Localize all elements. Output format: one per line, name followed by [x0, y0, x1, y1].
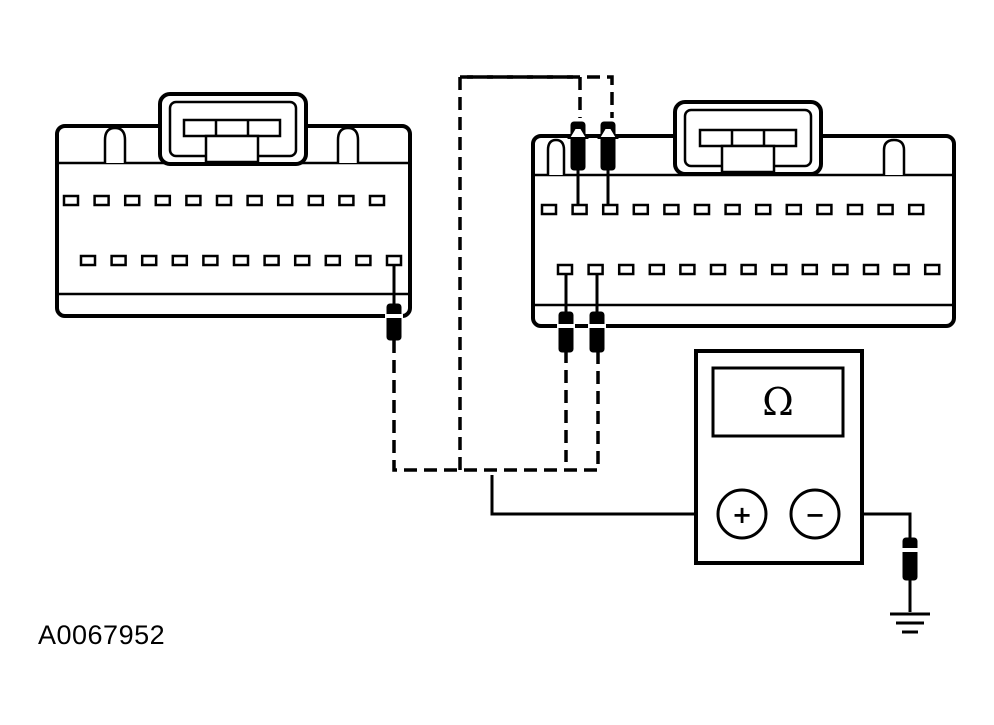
pin-cavity [923, 263, 941, 276]
probe-ground [901, 537, 919, 581]
pin-cavity [693, 203, 711, 216]
pin-cavity [617, 263, 635, 276]
ohmmeter-display [711, 366, 845, 438]
pin-cavity [307, 194, 325, 207]
pin-cavity [140, 254, 158, 267]
positive-terminal-label: + [732, 501, 752, 529]
pin-cavity [724, 203, 741, 216]
probe-right-bottom-2 [588, 311, 606, 353]
pin-cavity [202, 254, 219, 267]
pin-cavity [556, 263, 574, 276]
pin-cavity [846, 203, 864, 216]
pin-cavity [907, 203, 925, 216]
pin-cavity [171, 254, 189, 267]
pin-cavity [62, 194, 80, 207]
pin-cavity [276, 194, 294, 207]
left-connector-latch [158, 92, 308, 166]
ohmmeter: Ω + − [694, 349, 864, 565]
probe-right-top-2 [597, 121, 619, 171]
positive-terminal: + [716, 488, 768, 540]
right-connector [531, 100, 956, 328]
pin-cavity [571, 203, 588, 216]
pin-cavity [293, 254, 311, 267]
negative-terminal-label: − [805, 501, 825, 529]
pin-cavity [154, 194, 172, 207]
left-pin-row-top [62, 194, 386, 207]
probe-right-bottom-1 [557, 311, 575, 353]
probe-left-connector [385, 303, 403, 341]
pin-cavity [679, 263, 696, 276]
pin-cavity [663, 203, 680, 216]
pin-cavity [110, 254, 127, 267]
pin-cavity [185, 194, 202, 207]
right-pin-row-bottom [556, 263, 941, 276]
pin-cavity [79, 254, 97, 267]
right-connector-latch [673, 100, 823, 176]
pin-cavity [754, 203, 772, 216]
pin-cavity [648, 263, 666, 276]
pin-cavity [816, 203, 833, 216]
pin-cavity [832, 263, 849, 276]
pin-cavity [893, 263, 910, 276]
negative-terminal: − [789, 488, 841, 540]
jumper-wires [392, 75, 614, 472]
pin-cavity [801, 263, 819, 276]
ground-symbol [890, 612, 930, 634]
pin-cavity [93, 194, 110, 207]
pin-cavity [368, 194, 386, 207]
ohm-symbol: Ω [762, 380, 794, 424]
pin-cavity [770, 263, 788, 276]
right-pin-row-top [540, 203, 925, 216]
pin-cavity [385, 254, 403, 267]
probe-right-top-1 [567, 121, 589, 171]
pin-cavity [540, 203, 558, 216]
pin-cavity [587, 263, 604, 276]
pin-cavity [877, 203, 894, 216]
pin-cavity [263, 254, 280, 267]
pin-cavity [338, 194, 355, 207]
pin-cavity [632, 203, 650, 216]
pin-cavity [740, 263, 757, 276]
figure-code: A0067952 [38, 620, 166, 650]
pin-cavity [215, 194, 233, 207]
pin-cavity [123, 194, 141, 207]
pin-cavity [232, 254, 250, 267]
left-connector [55, 92, 412, 318]
pin-cavity [601, 203, 619, 216]
pin-cavity [709, 263, 727, 276]
pin-cavity [246, 194, 263, 207]
pin-cavity [355, 254, 372, 267]
pin-cavity [324, 254, 342, 267]
pin-cavity [785, 203, 803, 216]
pin-cavity [862, 263, 880, 276]
left-pin-row-bottom [79, 254, 403, 267]
